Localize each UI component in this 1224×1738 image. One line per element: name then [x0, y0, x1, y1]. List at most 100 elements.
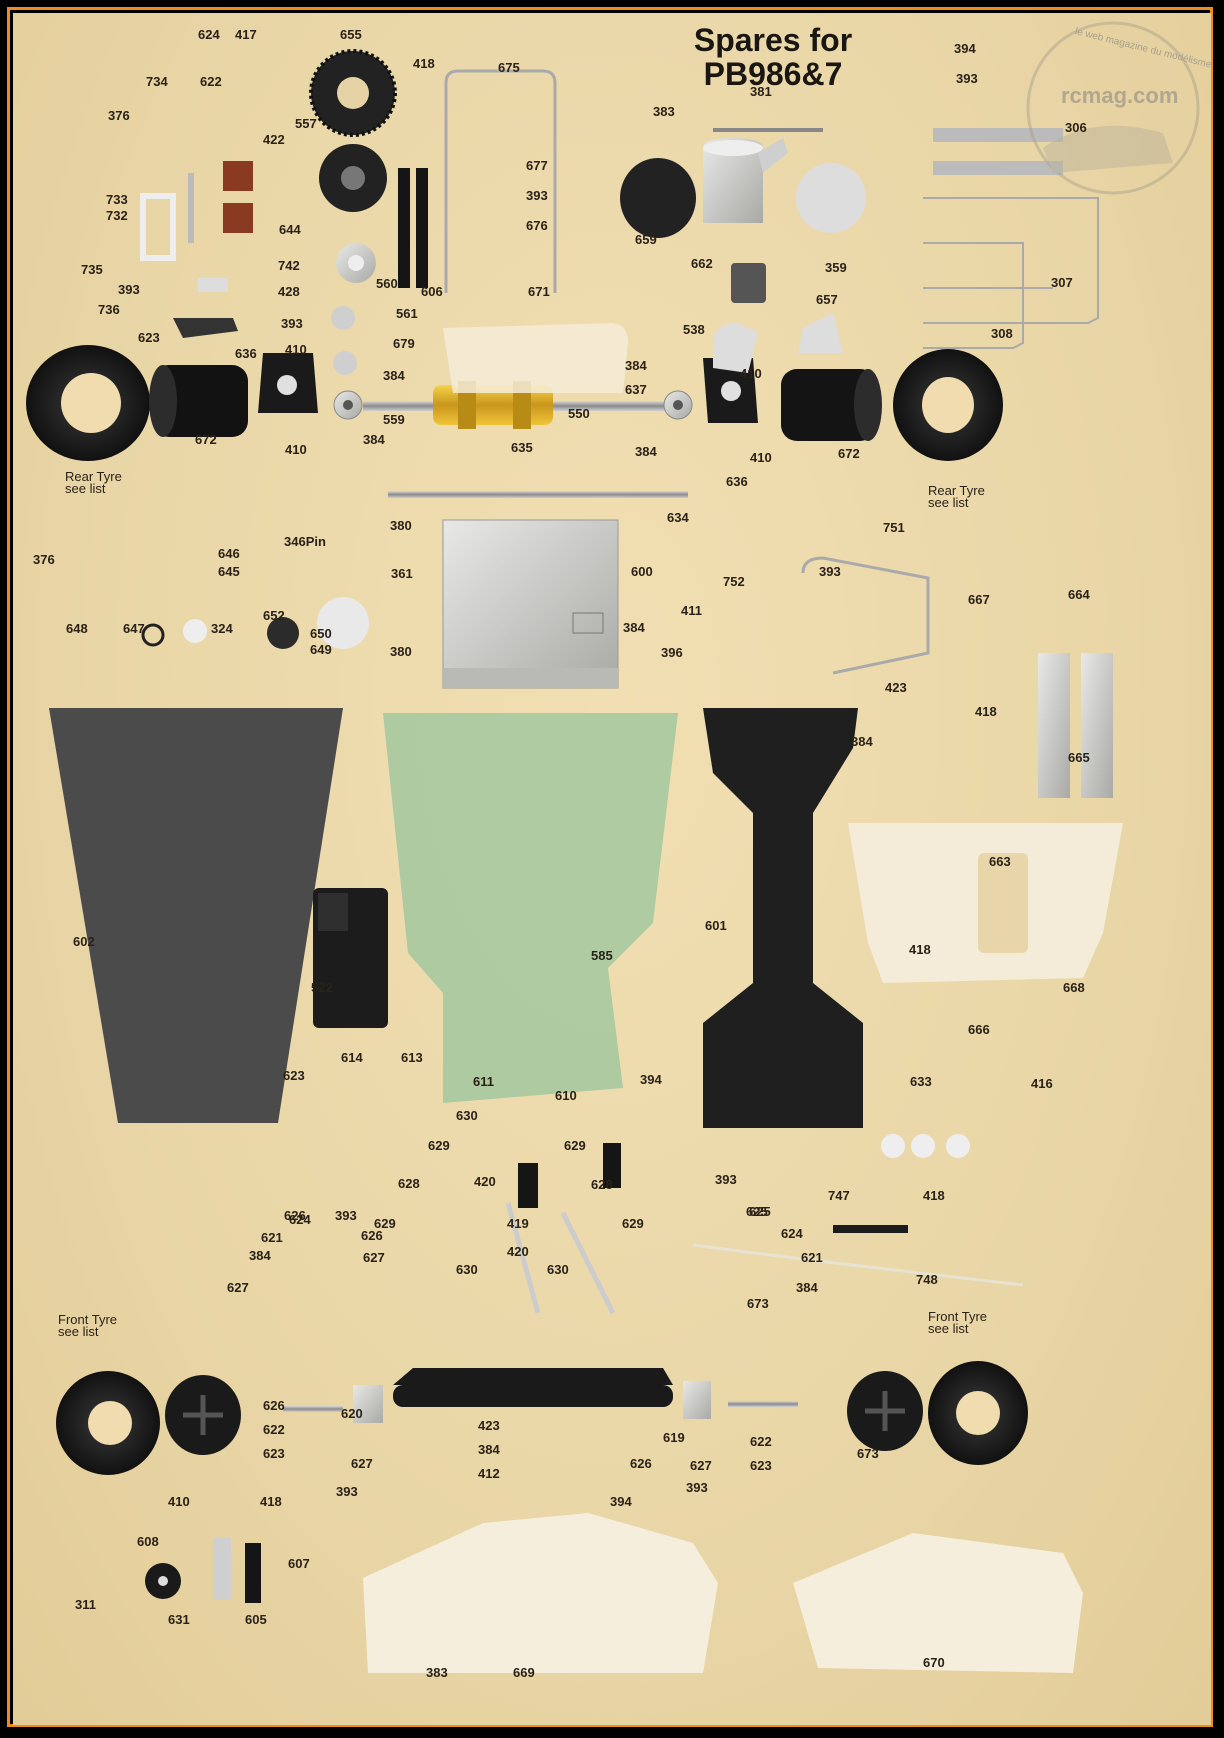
part-number-label: 600	[631, 564, 653, 579]
part-number-label: 629	[622, 1216, 644, 1231]
part-number-label: 384	[249, 1248, 271, 1263]
part-number-label: 411	[681, 603, 702, 618]
part-number-label: 324	[211, 621, 233, 636]
part-number-label: 559	[383, 412, 405, 427]
part-number-label: 384	[851, 734, 873, 749]
part-number-label: 393	[335, 1208, 357, 1223]
part-number-label: 550	[568, 406, 590, 421]
part-number-label: 628	[398, 1176, 420, 1191]
exploded-parts-diagram	[26, 21, 1200, 1673]
part-number-label: 670	[923, 1655, 945, 1670]
part-number-label: 420	[507, 1244, 529, 1259]
part-number-label: 393	[956, 71, 978, 86]
part-number-label: 626	[284, 1208, 306, 1223]
part-number-label: 624	[781, 1226, 803, 1241]
part-number-label: 384	[478, 1442, 500, 1457]
part-number-label: 627	[363, 1250, 385, 1265]
part-number-label: 627	[227, 1280, 249, 1295]
rear-tyre-left	[26, 345, 150, 461]
part-number-label: 646	[218, 546, 240, 561]
part-number-label: 606	[421, 284, 443, 299]
part-number-label: 384	[383, 368, 405, 383]
part-number-label: 631	[168, 1612, 190, 1627]
part-number-label: 311	[75, 1597, 96, 1612]
part-number-label: 663	[989, 854, 1011, 869]
part-number-label: 384	[363, 432, 385, 447]
part-number-label: 657	[816, 292, 838, 307]
part-number-label: 394	[640, 1072, 662, 1087]
part-number-label: 742	[278, 258, 300, 273]
carbon-chassis-601	[703, 708, 863, 1128]
part-number-label: 648	[66, 621, 88, 636]
part-number-label: 384	[625, 358, 647, 373]
body-panel-669	[363, 1513, 718, 1673]
spares-sheet: Spares for PB986&7 le web magazine du mo…	[13, 13, 1211, 1725]
part-number-label: 659	[635, 232, 657, 247]
caption-line: see list	[58, 1324, 99, 1339]
front-wheel-673-left	[165, 1375, 241, 1455]
part-number-label: 418	[923, 1188, 945, 1203]
rear-wheel-672-left	[149, 365, 248, 437]
part-number-label: 629	[564, 1138, 586, 1153]
part-number-label: 394	[954, 41, 976, 56]
part-number-label: 627	[690, 1458, 712, 1473]
part-number-label: 735	[81, 262, 103, 277]
part-number-label: 652	[263, 608, 285, 623]
front-tyre-left	[56, 1371, 160, 1475]
part-number-label: 751	[883, 520, 905, 535]
part-number-label: 627	[351, 1456, 373, 1471]
part-number-label: 624	[198, 27, 220, 42]
part-number-label: 416	[1031, 1076, 1053, 1091]
part-number-label: 647	[123, 621, 145, 636]
caption-line: Rear Tyre	[65, 469, 122, 484]
front-tyre-right	[928, 1361, 1028, 1465]
part-number-label: 561	[396, 306, 418, 321]
part-number-label: 673	[747, 1296, 769, 1311]
part-number-label: 626	[263, 1398, 285, 1413]
part-number-label: 672	[838, 446, 860, 461]
title-line-2: PB986&7	[703, 56, 843, 92]
part-number-label: 560	[376, 276, 398, 291]
part-number-label: 384	[635, 444, 657, 459]
body-panel-670	[793, 1533, 1083, 1673]
part-number-label: 676	[526, 218, 548, 233]
part-number-label: 626	[361, 1228, 383, 1243]
part-number-label: 418	[413, 56, 435, 71]
part-number-label: 611	[473, 1074, 494, 1089]
part-number-label: 410	[740, 366, 762, 381]
part-number-label: 748	[916, 1272, 938, 1287]
part-number-label: 635	[511, 440, 533, 455]
part-number-label: 376	[33, 552, 55, 567]
part-number-label: 619	[663, 1430, 685, 1445]
caption-line: see list	[928, 495, 969, 510]
part-number-label: 383	[653, 104, 675, 119]
rear-tyre-right	[893, 349, 1003, 461]
top-left-parts	[140, 49, 628, 393]
part-number-label: 585	[591, 948, 613, 963]
part-number-label: 630	[456, 1262, 478, 1277]
part-number-label: 734	[146, 74, 168, 89]
part-number-label: 418	[909, 942, 931, 957]
axle-lower	[388, 491, 688, 498]
part-number-label: 380	[390, 644, 412, 659]
part-number-label: 675	[498, 60, 520, 75]
part-number-label: 410	[750, 450, 772, 465]
part-number-label: 602	[73, 934, 95, 949]
part-number-label: 665	[1068, 750, 1090, 765]
part-number-label: 607	[288, 1556, 310, 1571]
part-number-label: 423	[478, 1418, 500, 1433]
part-number-label: 655	[340, 27, 362, 42]
part-number-label: 410	[285, 342, 307, 357]
part-number-label: 624	[289, 1212, 311, 1227]
part-number-label: 625	[746, 1204, 768, 1219]
part-number-label: 522	[311, 980, 333, 995]
part-number-label: 677	[526, 158, 548, 173]
part-number-label: 608	[137, 1534, 159, 1549]
glassfibre-chassis-585	[383, 713, 678, 1103]
front-wheel-673-right	[847, 1371, 923, 1451]
part-number-label: 393	[336, 1484, 358, 1499]
part-number-label: 621	[801, 1250, 823, 1265]
